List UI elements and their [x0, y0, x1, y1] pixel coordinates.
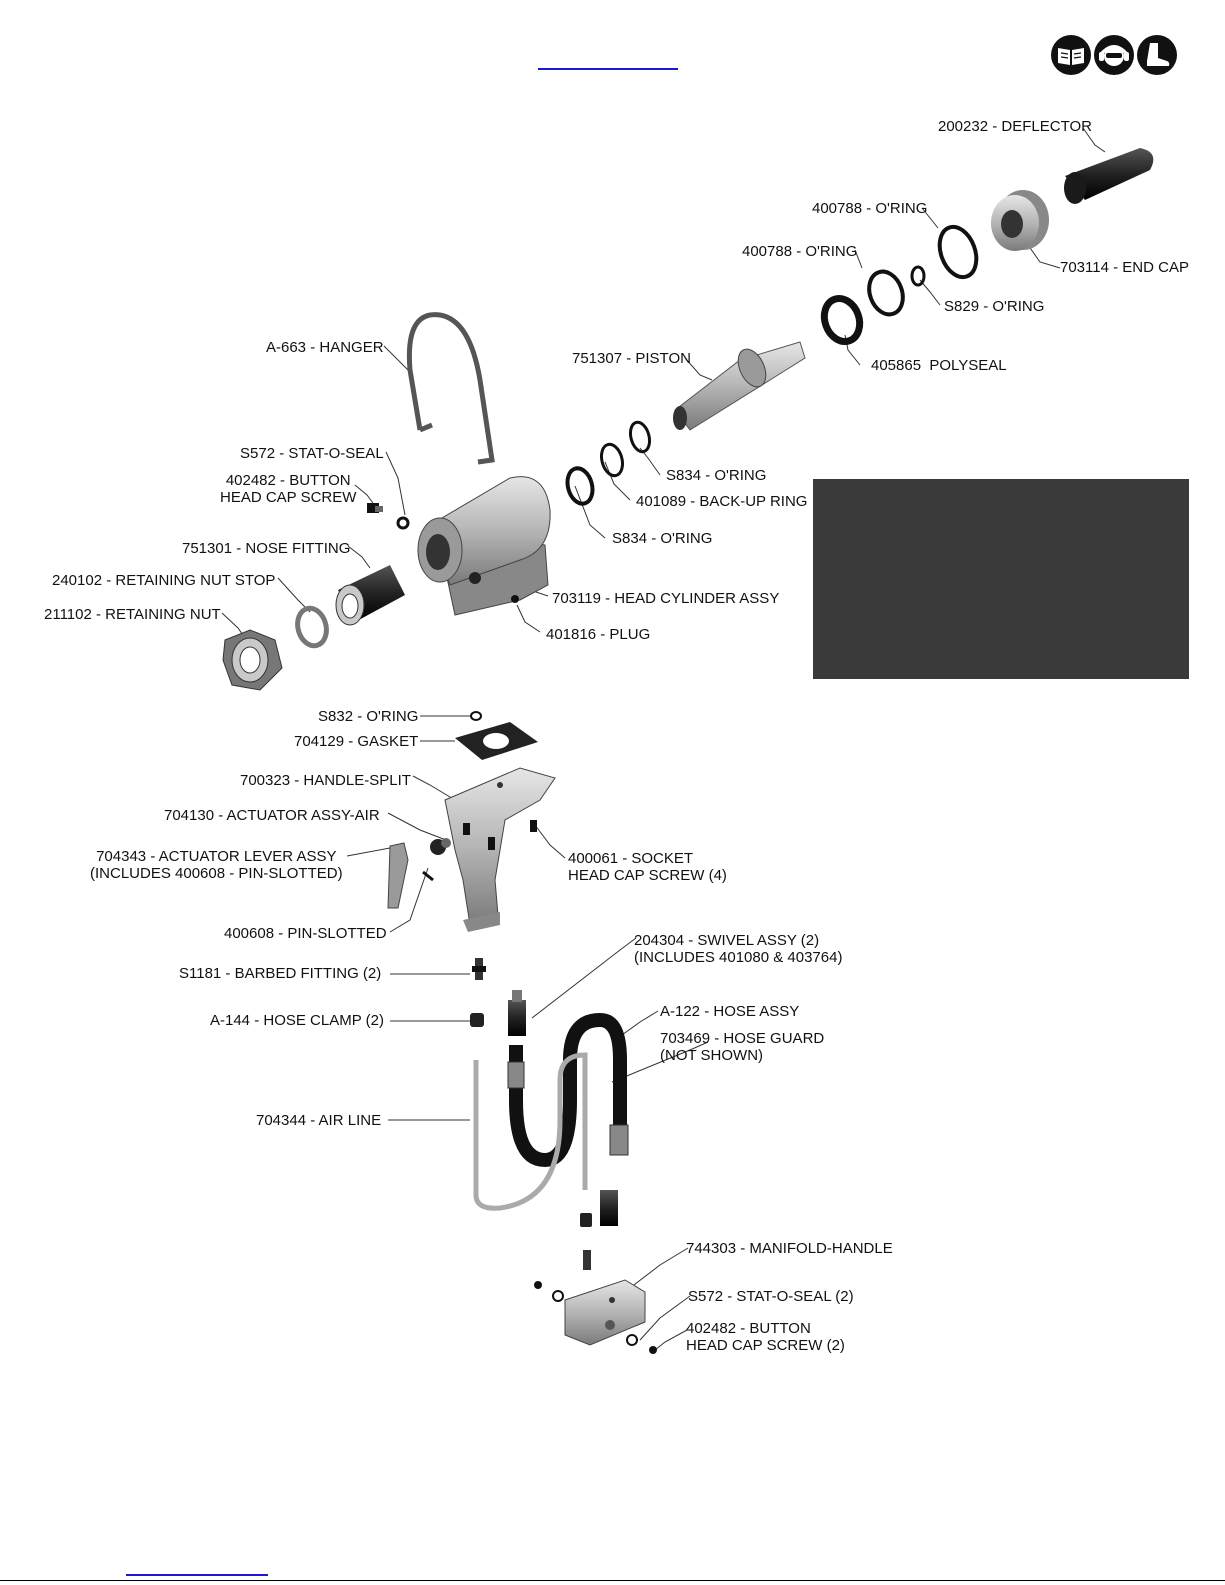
nose-fitting-part — [335, 565, 405, 626]
label-deflector: 200232 - DEFLECTOR — [938, 118, 1092, 135]
retaining-nut-stop-part — [295, 605, 329, 649]
actuator-lever-part — [387, 842, 409, 909]
label-button-head-cap-screw-2: 402482 - BUTTON HEAD CAP SCREW (2) — [686, 1320, 845, 1354]
label-retaining-nut: 211102 - RETAINING NUT — [44, 606, 221, 623]
piston-part — [673, 341, 806, 431]
safety-icons — [1050, 34, 1180, 84]
label-nose-fitting: 751301 - NOSE FITTING — [182, 540, 351, 557]
label-retaining-nut-stop: 240102 - RETAINING NUT STOP — [52, 572, 276, 589]
label-stat-o-seal: S572 - STAT-O-SEAL — [240, 445, 384, 462]
hanger-part — [406, 312, 495, 465]
barbed-fitting-lower — [583, 1250, 591, 1270]
label-actuator-assy-air: 704130 - ACTUATOR ASSY-AIR — [164, 807, 380, 824]
hose-end-fitting — [609, 1124, 629, 1156]
label-swivel-assy: 204304 - SWIVEL ASSY (2) (INCLUDES 40108… — [634, 932, 843, 966]
oring-400788-a — [937, 224, 979, 280]
oring-400788-b — [867, 269, 905, 317]
safety-boot-icon — [1137, 35, 1177, 75]
manifold-seal-left — [552, 1290, 564, 1302]
footer-rule — [0, 1580, 1225, 1581]
polyseal-part — [820, 295, 864, 345]
label-pin-slotted: 400608 - PIN-SLOTTED — [224, 925, 387, 942]
label-hose-guard: 703469 - HOSE GUARD (NOT SHOWN) — [660, 1030, 825, 1064]
hose-clamp-lower — [580, 1213, 592, 1227]
label-polyseal: 405865 POLYSEAL — [871, 357, 1007, 374]
read-manual-icon — [1051, 35, 1091, 75]
swivel-lower-part — [600, 1190, 618, 1226]
label-hanger: A-663 - HANGER — [266, 339, 384, 356]
manifold-handle-part — [564, 1279, 646, 1346]
label-hose-assy: A-122 - HOSE ASSY — [660, 1003, 800, 1020]
label-hose-clamp: A-144 - HOSE CLAMP (2) — [210, 1012, 384, 1029]
oring-s834-a — [628, 420, 652, 454]
hose-assy-part — [509, 1012, 627, 1168]
label-oring-s834-a: S834 - O'RING — [666, 467, 767, 484]
manifold-screw-left — [534, 1281, 542, 1289]
bottom-link-underline[interactable] — [126, 1570, 268, 1576]
eye-ear-protection-icon — [1094, 35, 1134, 75]
label-button-head-cap-screw: 402482 - BUTTON HEAD CAP SCREW — [220, 472, 357, 506]
label-barbed-fitting: S1181 - BARBED FITTING (2) — [179, 965, 382, 982]
oring-s829 — [910, 265, 926, 287]
end-cap-part — [991, 190, 1049, 251]
label-handle-split: 700323 - HANDLE-SPLIT — [240, 772, 411, 789]
label-oring-400788-b: 400788 - O'RING — [742, 243, 858, 260]
actuator-assy-part — [430, 838, 451, 855]
label-piston: 751307 - PISTON — [572, 350, 691, 367]
label-gasket: 704129 - GASKET — [294, 733, 419, 750]
label-oring-400788-a: 400788 - O'RING — [812, 200, 928, 217]
backup-ring-part — [599, 442, 625, 478]
barbed-fitting-part — [472, 958, 486, 980]
label-plug: 401816 - PLUG — [546, 626, 651, 643]
manifold-screw-right — [649, 1346, 657, 1354]
swivel-assy-part — [508, 990, 526, 1036]
label-end-cap: 703114 - END CAP — [1060, 259, 1189, 276]
head-cylinder-part — [417, 476, 551, 616]
label-socket-head-cap-screw: 400061 - SOCKET HEAD CAP SCREW (4) — [568, 850, 727, 884]
deflector-part — [1064, 148, 1154, 204]
label-stat-o-seal-2: S572 - STAT-O-SEAL (2) — [688, 1288, 854, 1305]
oring-s832 — [470, 711, 482, 721]
label-oring-s829: S829 - O'RING — [944, 298, 1045, 315]
oring-s834-b — [565, 466, 595, 506]
stat-o-seal-part — [396, 516, 410, 530]
pin-slotted-part — [422, 870, 434, 882]
gasket-part — [455, 722, 538, 760]
hose-clamp-part — [470, 1013, 484, 1027]
plug-part — [511, 595, 519, 603]
button-screw-part — [367, 503, 383, 513]
label-actuator-lever-assy: 704343 - ACTUATOR LEVER ASSY (INCLUDES 4… — [90, 848, 343, 882]
dark-info-panel — [813, 479, 1189, 679]
air-line-part — [473, 1052, 588, 1211]
retaining-nut-part — [222, 629, 283, 691]
manifold-seal-right — [626, 1334, 638, 1346]
label-backup-ring: 401089 - BACK-UP RING — [636, 493, 808, 510]
label-oring-s834-b: S834 - O'RING — [612, 530, 713, 547]
label-air-line: 704344 - AIR LINE — [256, 1112, 382, 1129]
handle-split-part — [444, 767, 556, 932]
label-head-cylinder-assy: 703119 - HEAD CYLINDER ASSY — [552, 590, 780, 607]
hose-start-fitting — [507, 1061, 525, 1089]
socket-screws-part — [463, 820, 537, 850]
top-link-underline[interactable] — [538, 62, 678, 70]
label-oring-s832: S832 - O'RING — [318, 708, 419, 725]
label-manifold-handle: 744303 - MANIFOLD-HANDLE — [686, 1240, 893, 1257]
